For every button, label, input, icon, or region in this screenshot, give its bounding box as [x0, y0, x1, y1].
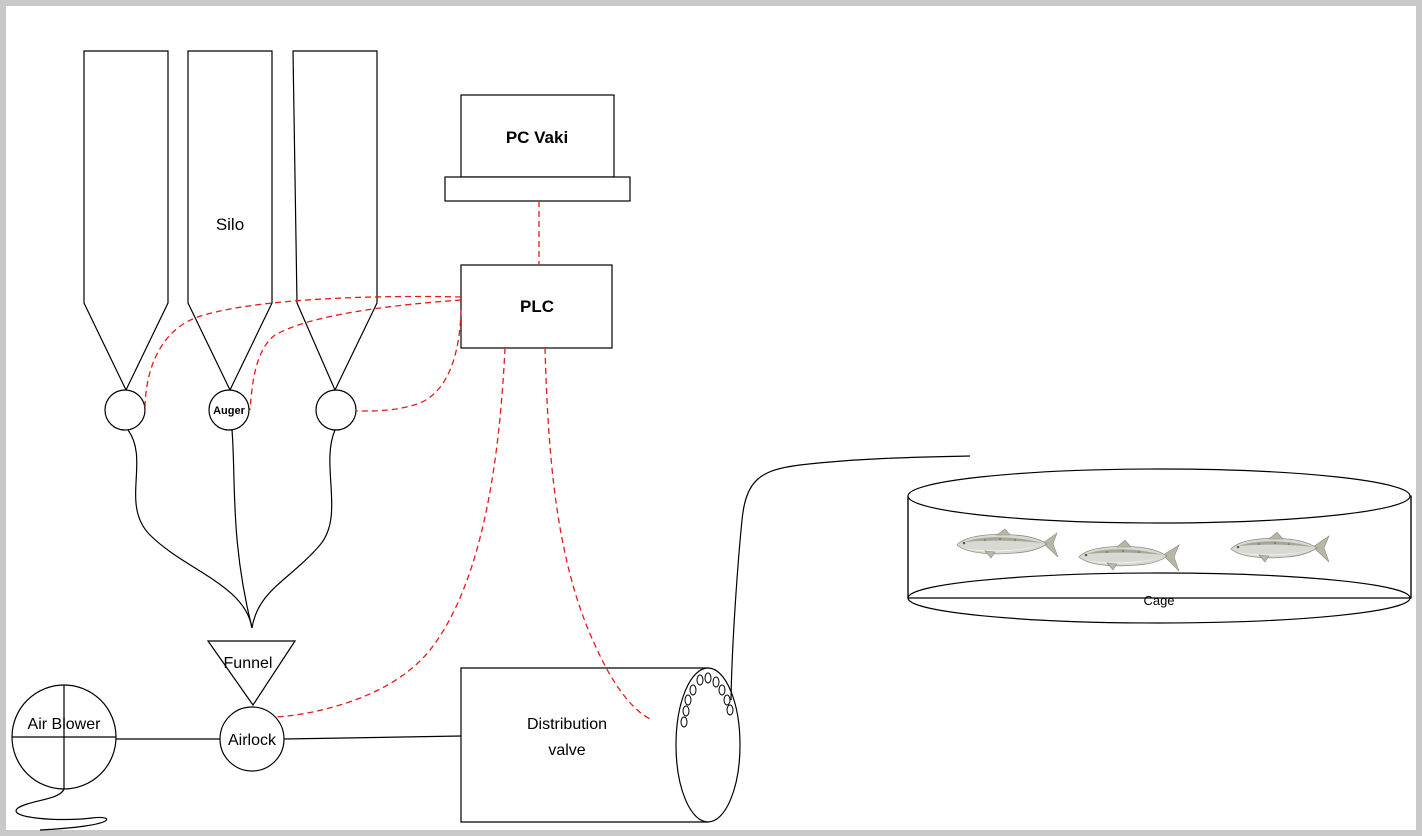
salmon-icon: [956, 528, 1059, 559]
cage: Cage: [907, 468, 1412, 624]
pipe-airlock-valve: [283, 735, 462, 740]
pc-vaki: PC Vaki: [444, 94, 631, 202]
blower-intake: [15, 788, 108, 831]
feed-line-1: [127, 429, 253, 629]
funnel: [206, 640, 297, 707]
auger-2: [208, 389, 250, 431]
plc-box: [460, 264, 613, 349]
funnel-label: Funnel: [224, 655, 273, 672]
signal-plc-valve: [544, 347, 653, 721]
airlock: [219, 706, 285, 772]
plc: PLC: [460, 264, 613, 349]
airlock-label: Airlock: [228, 732, 277, 749]
silo-label: Silo: [216, 215, 244, 234]
silo-1: [83, 50, 169, 392]
feed-line-3: [251, 429, 336, 629]
silo-3: [292, 50, 378, 392]
pc-vaki-label: PC Vaki: [506, 128, 568, 147]
auger-label: Auger: [213, 405, 246, 417]
salmon-icon: [1078, 539, 1180, 572]
feed-line-2: [231, 429, 253, 629]
salmon-icon: [1230, 531, 1330, 563]
valve-outlets: [680, 672, 734, 728]
auger-3: [315, 389, 357, 431]
signal-plc-auger-3: [355, 309, 462, 412]
signal-plc-auger-2: [249, 299, 462, 411]
plc-label: PLC: [520, 297, 554, 316]
signal-plc-auger-1: [144, 295, 462, 411]
signal-plc-airlock: [275, 347, 506, 718]
pc-vaki-monitor: [460, 94, 615, 178]
pc-vaki-base: [444, 176, 631, 202]
distribution-valve-label-1: Distribution: [527, 716, 607, 733]
air-blower: Air Blower: [11, 684, 117, 790]
pipe-valve-cage: [730, 455, 971, 701]
distribution-valve: Distribution valve: [460, 667, 741, 823]
auger-1: [104, 389, 146, 431]
air-blower-label: Air Blower: [28, 716, 102, 733]
distribution-valve-label-2: valve: [548, 742, 585, 759]
cage-label: Cage: [1143, 593, 1174, 608]
